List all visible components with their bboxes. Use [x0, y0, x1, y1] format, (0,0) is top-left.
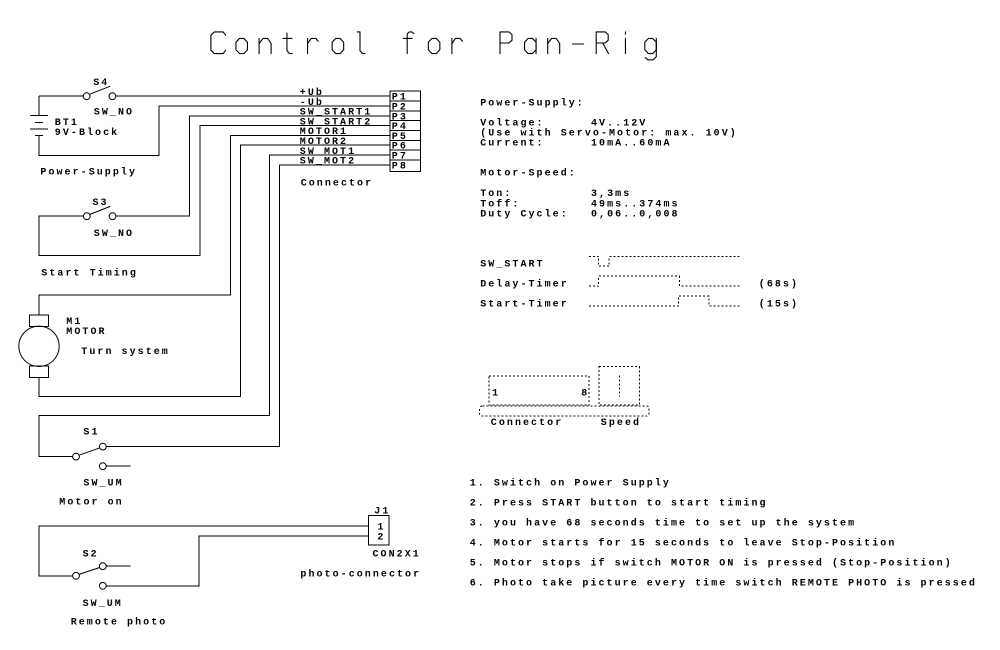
svg-text:Voltage:: Voltage: — [480, 117, 544, 129]
svg-text:0,06..0,008: 0,06..0,008 — [591, 210, 680, 221]
svg-text:Toff:: Toff: — [480, 198, 520, 210]
svg-text:Start-Timer: Start-Timer — [480, 298, 569, 310]
svg-text:Motor-Speed:: Motor-Speed: — [480, 168, 577, 180]
svg-text:photo-connector: photo-connector — [300, 568, 421, 580]
svg-text:10mA..60mA: 10mA..60mA — [591, 139, 672, 150]
svg-text:4. Motor starts for 15 seconds: 4. Motor starts for 15 seconds to leave … — [470, 537, 897, 549]
svg-text:SW_START2: SW_START2 — [300, 117, 372, 128]
svg-text:P4: P4 — [392, 122, 408, 133]
svg-text:3,3ms: 3,3ms — [591, 189, 631, 200]
svg-text:Motor on: Motor on — [59, 498, 123, 509]
svg-text:4V..12V: 4V..12V — [591, 118, 647, 129]
svg-text:Remote photo: Remote photo — [71, 617, 168, 629]
svg-text:CON2X1: CON2X1 — [373, 549, 421, 560]
svg-text:Delay-Timer: Delay-Timer — [480, 278, 569, 290]
svg-text:P2: P2 — [392, 103, 408, 114]
svg-text:Current:: Current: — [480, 139, 544, 150]
svg-text:S2: S2 — [83, 549, 99, 560]
svg-text:SW_MOT2: SW_MOT2 — [300, 157, 356, 168]
svg-text:P6: P6 — [392, 142, 408, 153]
svg-text:49ms..374ms: 49ms..374ms — [591, 199, 680, 210]
svg-text:(Use with Servo-Motor: max. 10: (Use with Servo-Motor: max. 10V) — [480, 128, 738, 140]
svg-text:Duty Cycle:: Duty Cycle: — [480, 209, 569, 221]
svg-text:Power-Supply:: Power-Supply: — [480, 97, 585, 109]
svg-text:Ton:: Ton: — [480, 189, 512, 200]
svg-text:MOTOR1: MOTOR1 — [300, 127, 348, 138]
svg-text:6. Photo take picture every ti: 6. Photo take picture every time switch … — [470, 577, 977, 589]
svg-text:P3: P3 — [392, 112, 408, 123]
svg-text:SW_START: SW_START — [480, 259, 544, 270]
svg-text:SW_NO: SW_NO — [94, 229, 134, 240]
svg-text:Power-Supply: Power-Supply — [40, 167, 137, 179]
svg-text:8: 8 — [581, 388, 589, 399]
svg-text:P7: P7 — [392, 152, 408, 163]
svg-text:P5: P5 — [392, 132, 408, 143]
svg-text:MOTOR2: MOTOR2 — [300, 137, 348, 148]
svg-text:SW_MOT1: SW_MOT1 — [300, 147, 356, 158]
svg-text:SW_NO: SW_NO — [94, 108, 134, 119]
svg-text:1. Switch on Power Supply: 1. Switch on Power Supply — [470, 477, 671, 489]
svg-text:(15s): (15s) — [759, 298, 799, 310]
svg-text:SW_START1: SW_START1 — [300, 108, 372, 119]
svg-text:P1: P1 — [392, 93, 408, 104]
svg-text:P8: P8 — [392, 161, 408, 172]
svg-text:J1: J1 — [374, 506, 390, 517]
svg-text:Connector: Connector — [491, 418, 563, 429]
svg-text:MOTOR: MOTOR — [66, 327, 106, 338]
svg-text:Start Timing: Start Timing — [41, 267, 138, 279]
svg-text:M1: M1 — [66, 317, 82, 328]
svg-text:S4: S4 — [93, 78, 109, 89]
svg-text:Speed: Speed — [601, 417, 641, 429]
svg-text:BT1: BT1 — [55, 118, 79, 129]
svg-text:SW_UM: SW_UM — [83, 599, 123, 610]
svg-text:9V-Block: 9V-Block — [55, 127, 119, 139]
svg-text:S1: S1 — [83, 428, 99, 439]
svg-text:1: 1 — [492, 388, 500, 399]
svg-text:2: 2 — [377, 532, 385, 543]
svg-text:S3: S3 — [93, 198, 109, 209]
svg-text:Turn system: Turn system — [81, 347, 170, 358]
svg-text:Connector: Connector — [301, 179, 373, 190]
svg-text:SW_UM: SW_UM — [83, 479, 123, 490]
svg-text:1: 1 — [377, 523, 385, 534]
svg-text:5. Motor stops if switch MOTOR: 5. Motor stops if switch MOTOR ON is pre… — [470, 557, 953, 569]
svg-text:(68s): (68s) — [759, 278, 799, 290]
svg-text:3. you have 68 seconds time to: 3. you have 68 seconds time to set up th… — [470, 517, 856, 529]
svg-text:2. Press START button to start: 2. Press START button to start timing — [470, 497, 768, 509]
